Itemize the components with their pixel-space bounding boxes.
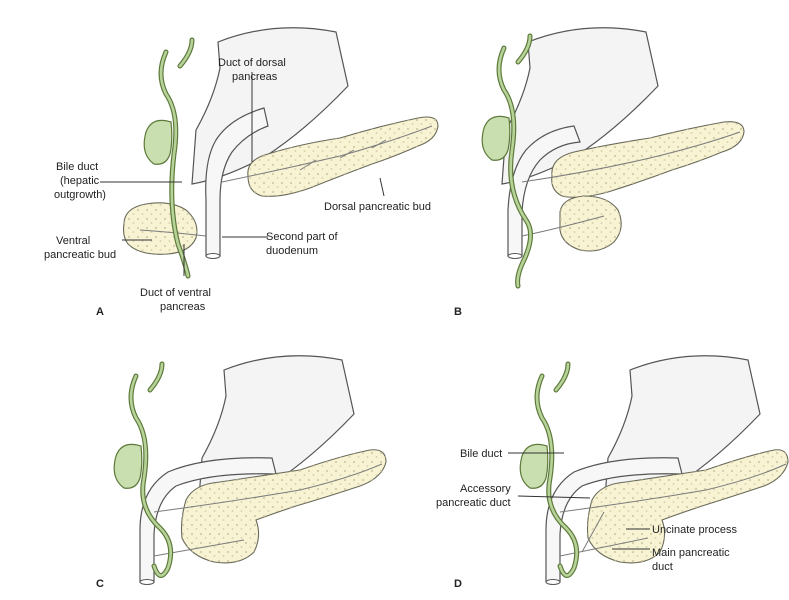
- panel-c: [113, 355, 387, 585]
- labels: Duct of dorsal pancreas Bile duct (hepat…: [44, 57, 737, 590]
- label-dorsal-bud: Dorsal pancreatic bud: [324, 201, 431, 213]
- label-main-duct-2: duct: [652, 561, 673, 573]
- label-bile-duct-2: (hepatic: [60, 175, 100, 187]
- panel-d: [508, 355, 789, 585]
- label-uncinate: Uncinate process: [652, 524, 737, 536]
- label-main-duct-1: Main pancreatic: [652, 547, 730, 559]
- label-second-part-1: Second part of: [266, 231, 338, 243]
- label-duct-dorsal-1: Duct of dorsal: [218, 57, 286, 69]
- label-duct-ventral-2: pancreas: [160, 301, 206, 313]
- panel-letter-d: D: [454, 578, 462, 590]
- panel-a: [100, 27, 439, 276]
- label-bile-duct-3: outgrowth): [54, 189, 106, 201]
- bile-duct-d: [519, 361, 580, 578]
- panel-letter-c: C: [96, 578, 104, 590]
- panel-b: [481, 27, 745, 289]
- label-bile-duct-1: Bile duct: [56, 161, 98, 173]
- label-ventral-bud-2: pancreatic bud: [44, 249, 116, 261]
- label-duct-dorsal-2: pancreas: [232, 71, 278, 83]
- panel-letter-a: A: [96, 306, 104, 318]
- label-accessory-1: Accessory: [460, 483, 511, 495]
- bile-duct-c: [113, 361, 174, 578]
- bile-duct-b: [481, 33, 533, 289]
- label-accessory-2: pancreatic duct: [436, 497, 511, 509]
- label-bile-duct-d: Bile duct: [460, 448, 502, 460]
- label-ventral-bud-1: Ventral: [56, 235, 90, 247]
- label-duct-ventral-1: Duct of ventral: [140, 287, 211, 299]
- panel-letter-b: B: [454, 306, 462, 318]
- label-second-part-2: duodenum: [266, 245, 318, 257]
